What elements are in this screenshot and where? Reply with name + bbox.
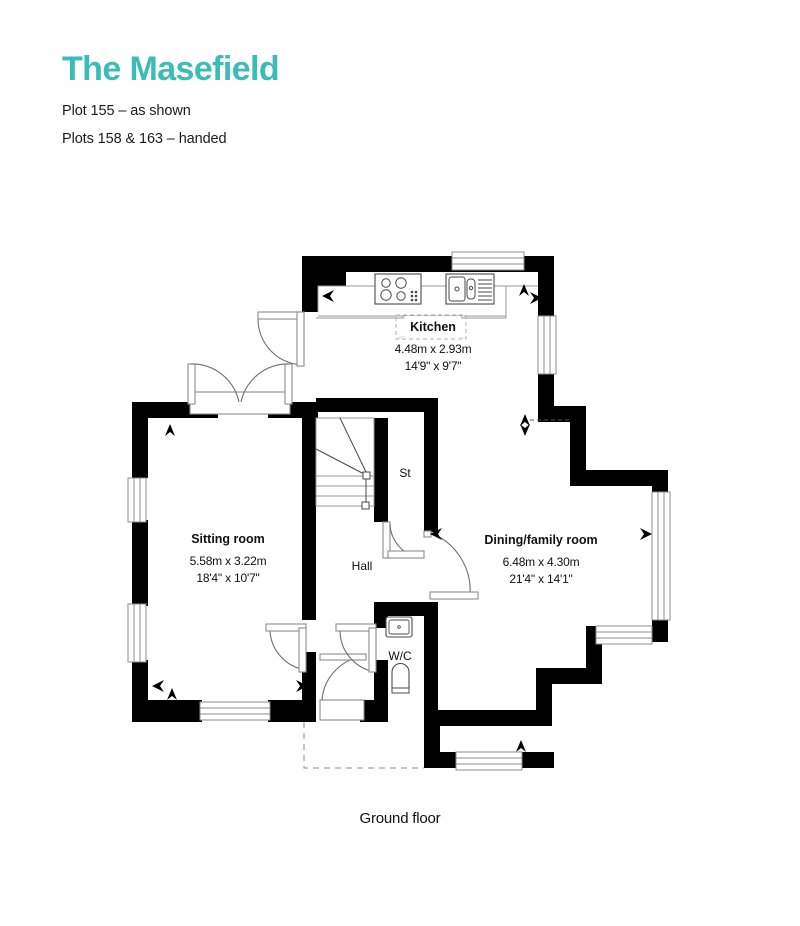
window-left-lower (127, 603, 147, 663)
doors (187, 311, 479, 721)
room-dim-sitting-metric: 5.58m x 3.22m (190, 554, 267, 568)
room-labels: Kitchen 4.48m x 2.93m 14'9" x 9'7" Sitti… (190, 320, 598, 663)
plot-subtitle-primary: Plot 155 – as shown (62, 102, 191, 119)
window-kitchen-top (451, 251, 525, 271)
floor-caption: Ground floor (359, 810, 441, 827)
staircase-icon (315, 417, 375, 510)
room-dim-kitchen-metric: 4.48m x 2.93m (395, 342, 472, 356)
room-dim-dining-imperial: 21'4" x 14'1" (509, 572, 572, 586)
page-title: The Masefield (62, 50, 280, 88)
interior-walls (302, 398, 438, 722)
toilet-icon (391, 663, 410, 694)
room-dim-kitchen-imperial: 14'9" x 9'7" (405, 359, 462, 373)
door-wc (335, 623, 377, 673)
plan-header: The Masefield Plot 155 – as shown Plots … (62, 50, 662, 160)
room-label-dining-family-room: Dining/family room (484, 533, 597, 547)
porch-outline (303, 722, 424, 769)
door-hall-sitting (265, 623, 307, 673)
hob-icon (374, 273, 422, 305)
kitchen-worktop (316, 285, 538, 319)
door-front-entrance (319, 653, 367, 721)
door-hall-dining (423, 530, 479, 600)
room-label-store: St (399, 466, 411, 480)
door-store (382, 521, 425, 559)
window-left-upper (127, 477, 147, 523)
french-doors-sitting (187, 363, 293, 415)
window-right-long (651, 491, 671, 621)
window-dining-bottom (455, 751, 523, 771)
plot-subtitle-secondary: Plots 158 & 163 – handed (62, 130, 227, 147)
room-label-hall: Hall (352, 559, 373, 573)
washbasin-icon (385, 616, 413, 638)
room-label-kitchen: Kitchen (410, 320, 456, 334)
window-right-lower (595, 625, 653, 645)
kitchen-label-box (395, 314, 467, 340)
window-right-upper (537, 315, 557, 375)
room-dim-sitting-imperial: 18'4" x 10'7" (196, 571, 259, 585)
door-entrance-side (257, 311, 305, 367)
room-label-sitting-room: Sitting room (191, 532, 265, 546)
window-sitting-bottom (199, 701, 271, 721)
room-label-wc: W/C (388, 649, 412, 663)
view-arrows (152, 284, 652, 752)
room-dim-dining-metric: 6.48m x 4.30m (503, 555, 580, 569)
windows (127, 251, 671, 771)
kitchen-sink-icon (445, 273, 495, 305)
